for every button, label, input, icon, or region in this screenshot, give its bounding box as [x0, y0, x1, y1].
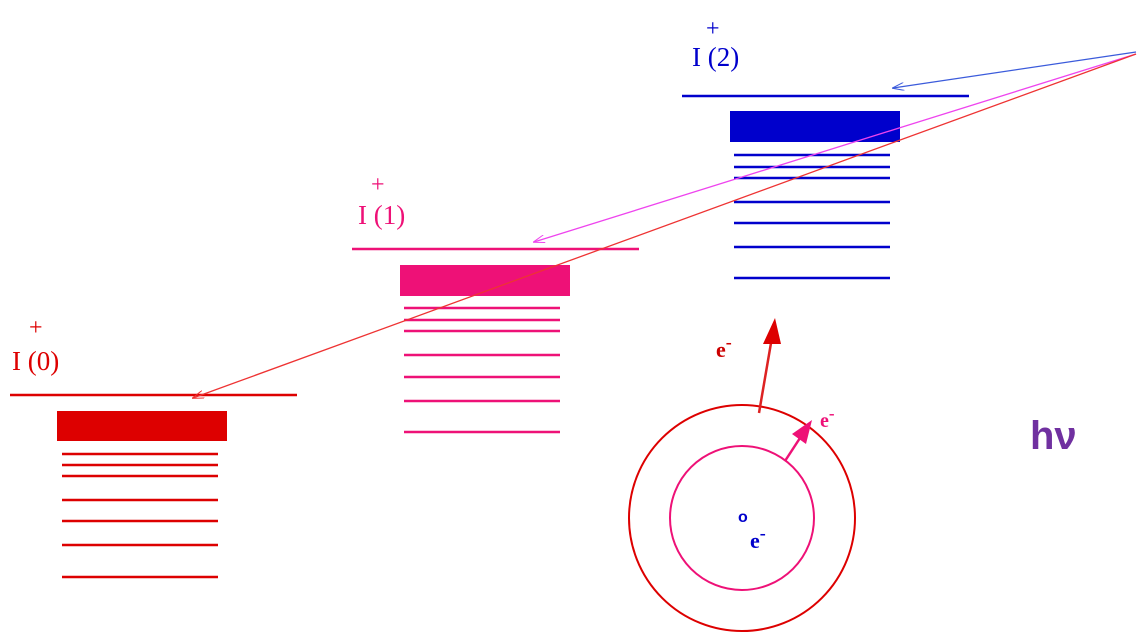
- arrow-to-level-0: [193, 53, 1137, 398]
- level-1-ion-sign: +: [371, 172, 385, 198]
- outer-electron-label: e-: [716, 332, 732, 362]
- inner-electron-charge: -: [829, 404, 835, 423]
- level-1-sublevels: [404, 306, 560, 434]
- level-0-sublevels: [62, 452, 218, 579]
- outer-electron-charge: -: [726, 332, 732, 352]
- inner-electron-label: e-: [820, 404, 835, 432]
- level-0-label: I (0): [12, 346, 59, 376]
- level-2-sublevels: [734, 153, 890, 280]
- core-electron-label: e-: [750, 523, 766, 553]
- level-2-ion-sign: +: [706, 16, 720, 42]
- level-0-band: [57, 411, 227, 441]
- core-electron-symbol: e: [750, 528, 760, 553]
- level-0-group: + I (0): [10, 315, 297, 579]
- outer-electron-arrowhead: [763, 318, 781, 344]
- inner-electron-symbol: e: [820, 410, 829, 432]
- outer-electron-arrow: [757, 342, 773, 414]
- level-1-group: + I (1): [352, 172, 639, 434]
- photon-label: hν: [1030, 414, 1077, 458]
- outer-shell: [628, 404, 856, 632]
- arrow-to-level-2: [893, 51, 1137, 88]
- photon-arrows: [193, 51, 1137, 398]
- level-2-label: I (2): [692, 42, 739, 72]
- inner-electron-arrowhead: [792, 420, 812, 444]
- atom: e- e- o e-: [628, 318, 856, 632]
- level-0-ion-sign: +: [29, 315, 43, 341]
- core-electron-charge: -: [760, 523, 766, 543]
- level-2-band: [730, 111, 900, 142]
- outer-electron-symbol: e: [716, 337, 726, 362]
- inner-shell: [669, 445, 815, 591]
- arrow-to-level-1: [534, 53, 1137, 242]
- core-electron-marker: o: [738, 509, 748, 526]
- level-2-group: + I (2): [682, 16, 969, 280]
- level-1-label: I (1): [358, 200, 405, 230]
- inner-electron-arrow: [783, 437, 802, 462]
